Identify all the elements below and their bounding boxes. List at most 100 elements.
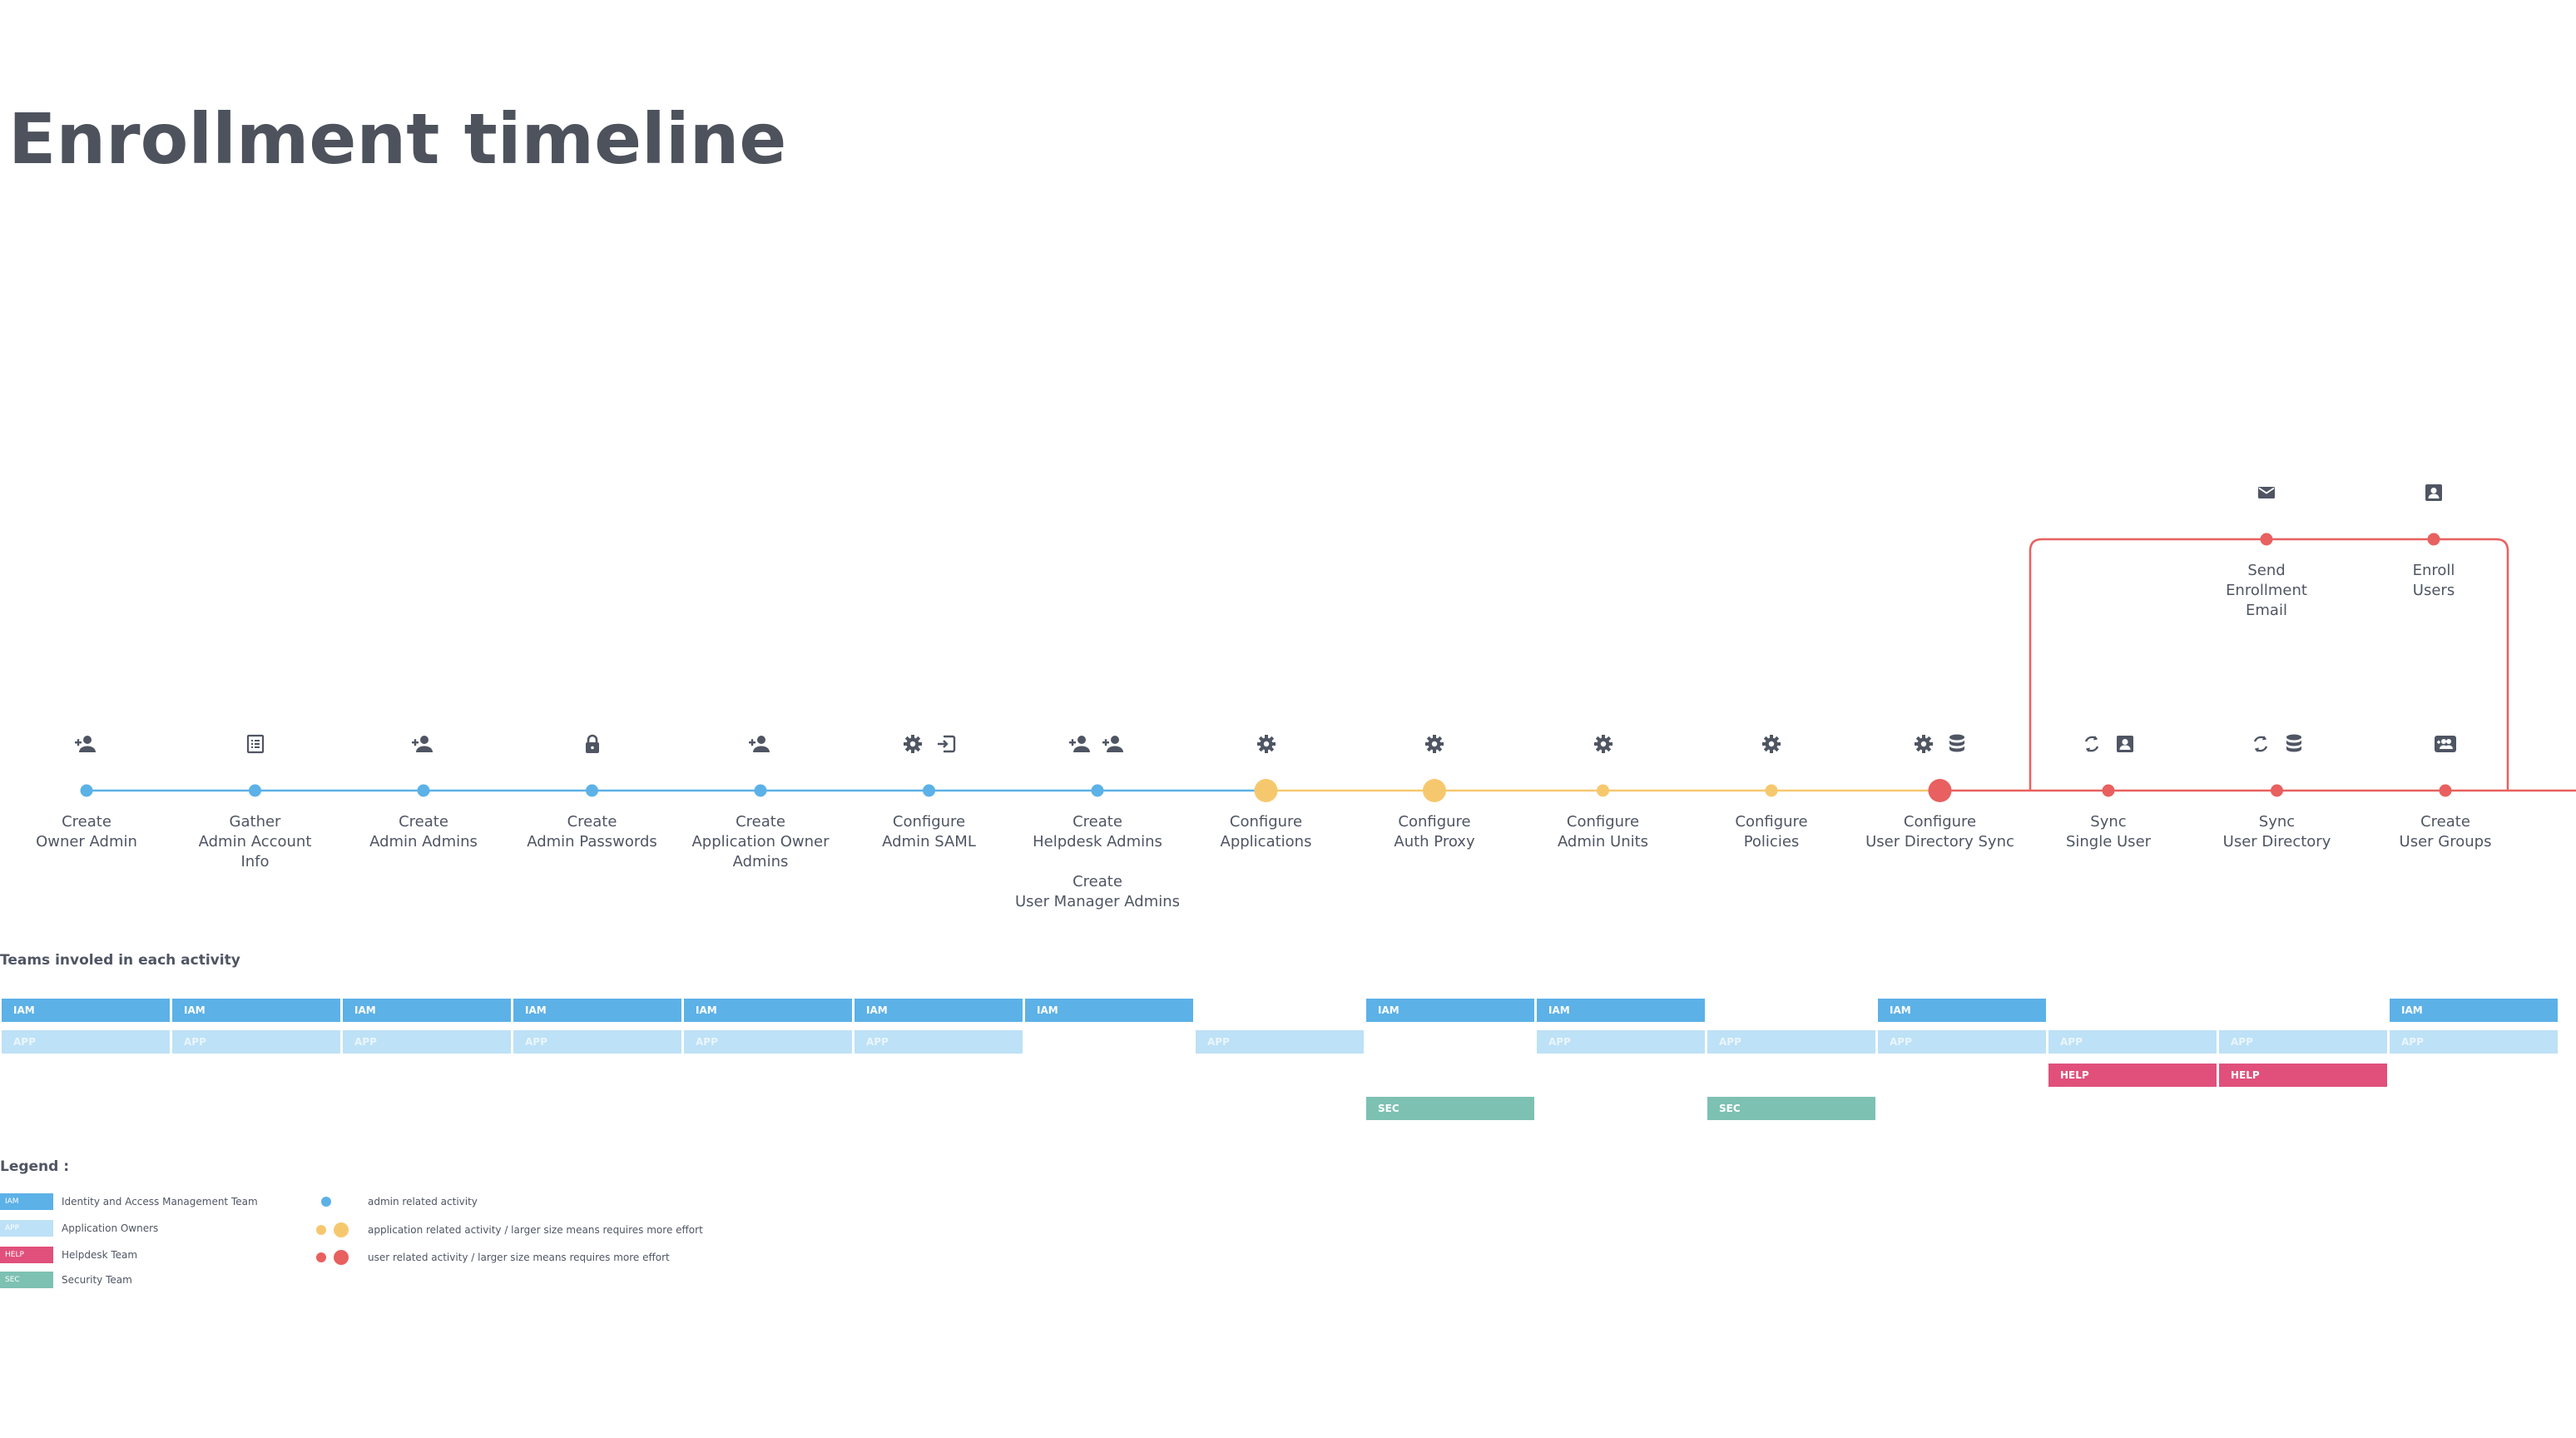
gear-icon — [1256, 735, 1276, 753]
milestone-label: Sync Single User — [2065, 813, 2152, 850]
milestone-dot — [2439, 784, 2452, 797]
app-team-bar: APP — [2390, 1030, 2558, 1054]
person-add-icon — [749, 736, 770, 752]
milestone-dot — [1423, 779, 1446, 802]
user-legend-dot — [334, 1250, 349, 1265]
iam-legend-swatch: IAM — [0, 1193, 53, 1210]
milestone-dot — [1765, 784, 1778, 797]
help-team-bar: HELP — [2048, 1064, 2217, 1087]
iam-team-bar: IAM — [343, 999, 511, 1022]
legend-heading: Legend : — [0, 1158, 70, 1175]
person-add-icon — [1102, 736, 1123, 752]
milestone-label: Enroll Users — [2412, 562, 2455, 599]
application-activity-legend-text: application related activity / larger si… — [368, 1224, 703, 1236]
app-team-bar: APP — [2, 1030, 170, 1054]
milestone-label: Create Helpdesk Admins Create User Manag… — [1014, 813, 1181, 910]
database-icon — [2286, 734, 2301, 752]
milestone-label: Configure Applications — [1220, 813, 1312, 850]
milestone-icons — [2255, 481, 2278, 504]
milestone-label: Configure Policies — [1735, 813, 1808, 850]
gear-icon — [1425, 735, 1444, 753]
milestone-label: Configure Admin Units — [1557, 813, 1649, 850]
app-team-bar: APP — [513, 1030, 681, 1054]
iam-team-bar: IAM — [1025, 999, 1193, 1022]
user-legend-dot — [316, 1252, 326, 1262]
help-legend-swatch: HELP — [0, 1247, 53, 1263]
iam-team-bar: IAM — [513, 999, 681, 1022]
milestone-dot — [2260, 533, 2273, 546]
iam-team-bar: IAM — [1537, 999, 1705, 1022]
sync-icon — [2253, 736, 2267, 752]
database-icon — [1949, 734, 1964, 752]
milestone-label: Create Owner Admin — [36, 813, 137, 850]
milestone-icons — [2422, 481, 2445, 504]
milestone-icons — [1069, 732, 1126, 756]
admin-legend-dot — [321, 1197, 331, 1207]
admin-activity-legend-text: admin related activity — [368, 1196, 478, 1207]
app-legend-text: Application Owners — [62, 1222, 159, 1234]
milestone-dot — [80, 784, 93, 797]
milestone-icons — [1912, 732, 1969, 756]
milestone-icons — [2080, 732, 2137, 756]
page-title: Enrollment timeline — [8, 98, 787, 180]
iam-team-bar: IAM — [855, 999, 1023, 1022]
milestone-label: Gather Admin Account Info — [198, 813, 312, 870]
milestone-label: Configure Auth Proxy — [1394, 813, 1475, 850]
app-team-bar: APP — [1537, 1030, 1705, 1054]
help-team-bar: HELP — [2219, 1064, 2387, 1087]
gear-icon — [1914, 735, 1933, 753]
milestone-label: Sync User Directory — [2222, 813, 2331, 850]
app-team-bar: APP — [684, 1030, 852, 1054]
person-add-icon — [75, 736, 96, 752]
app-team-bar: APP — [855, 1030, 1023, 1054]
app-team-bar: APP — [1196, 1030, 1364, 1054]
milestone-label: Create Application Owner Admins — [691, 813, 830, 870]
milestone-icons — [1592, 732, 1615, 756]
milestone-icons — [581, 732, 604, 756]
milestone-dot — [1928, 779, 1952, 802]
timeline-line — [80, 533, 2576, 802]
milestone-label: Send Enrollment Email — [2226, 562, 2307, 619]
person-add-icon — [412, 736, 433, 752]
app-team-bar: APP — [2219, 1030, 2387, 1054]
milestone-label: Create Admin Admins — [369, 813, 478, 850]
milestone-icons — [749, 732, 772, 756]
milestone-dot — [2102, 784, 2115, 797]
milestone-icons — [412, 732, 435, 756]
iam-team-bar: IAM — [172, 999, 340, 1022]
person-add-icon — [1069, 736, 1090, 752]
app-team-bar: APP — [1878, 1030, 2046, 1054]
application-legend-dot — [316, 1225, 326, 1235]
sec-team-bar: SEC — [1707, 1097, 1875, 1120]
milestone-dot — [1597, 784, 1609, 797]
app-team-bar: APP — [1707, 1030, 1875, 1054]
milestone-label: Create User Groups — [2399, 813, 2492, 850]
sec-legend-text: Security Team — [62, 1274, 132, 1286]
milestone-icons — [2434, 732, 2457, 756]
milestone-icons — [1255, 732, 1278, 756]
app-legend-swatch: APP — [0, 1220, 53, 1237]
milestone-dot — [249, 784, 261, 797]
milestone-dot — [2427, 533, 2440, 546]
milestone-label: Configure Admin SAML — [882, 813, 976, 850]
milestone-icons — [2249, 732, 2306, 756]
milestone-dot — [1254, 779, 1278, 802]
iam-team-bar: IAM — [1878, 999, 2046, 1022]
gear-icon — [1762, 735, 1781, 753]
iam-legend-text: Identity and Access Management Team — [62, 1196, 258, 1207]
login-icon — [937, 735, 955, 753]
app-team-bar: APP — [2048, 1030, 2217, 1054]
user-activity-legend-text: user related activity / larger size mean… — [368, 1252, 670, 1263]
lock-icon — [585, 734, 599, 753]
milestone-dot — [754, 784, 767, 797]
gear-icon — [1593, 735, 1612, 753]
teams-heading: Teams involed in each activity — [0, 952, 240, 969]
milestone-dot — [1091, 784, 1104, 797]
app-team-bar: APP — [172, 1030, 340, 1054]
milestone-label: Configure User Directory Sync — [1865, 813, 2014, 850]
milestone-icons — [1423, 732, 1446, 756]
milestone-dot — [923, 784, 935, 797]
milestone-icons — [244, 732, 267, 756]
iam-team-bar: IAM — [2390, 999, 2558, 1022]
iam-team-bar: IAM — [1366, 999, 1534, 1022]
